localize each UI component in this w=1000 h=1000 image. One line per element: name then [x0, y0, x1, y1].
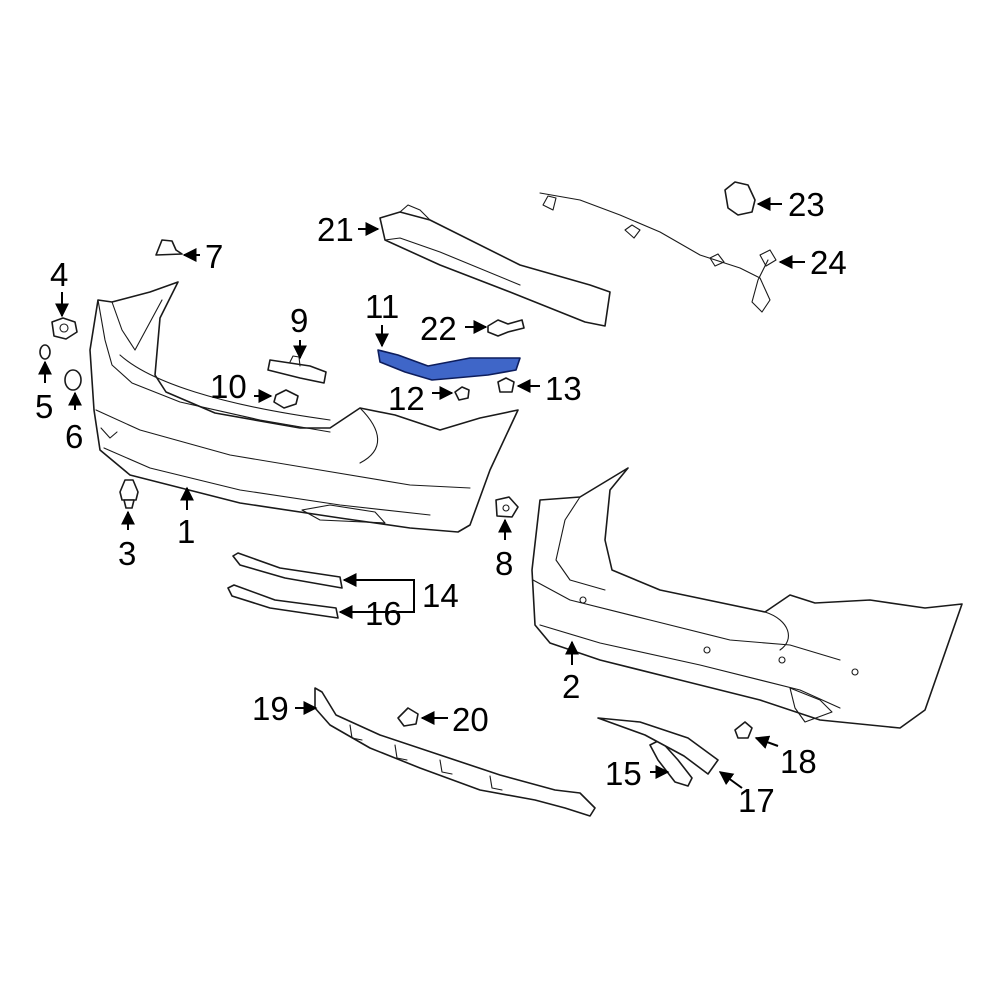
reflector-trim-16[interactable] [227, 584, 339, 619]
support-bracket-11[interactable] [377, 349, 521, 381]
bracket-9[interactable] [267, 355, 327, 384]
rear-bumper-cover-1[interactable] [89, 281, 519, 533]
reflector-trim-14[interactable] [232, 552, 343, 589]
callout-3: 3 [118, 535, 136, 572]
callout-12: 12 [388, 380, 425, 417]
wiring-harness-24[interactable] [539, 192, 777, 313]
callout-22: 22 [420, 310, 457, 347]
callout-24: 24 [810, 244, 847, 281]
clip-8[interactable] [495, 496, 519, 518]
bolt-4[interactable] [51, 317, 78, 340]
retainer-7[interactable] [155, 239, 183, 256]
callout-6: 6 [65, 418, 83, 455]
cap-6[interactable] [64, 369, 82, 391]
bolt-10[interactable] [273, 389, 299, 409]
sensor-bracket-23[interactable] [724, 181, 756, 216]
callout-18: 18 [780, 743, 817, 780]
reinforcement-beam-21[interactable] [379, 204, 611, 327]
washer-5[interactable] [39, 344, 51, 360]
callout-11: 11 [365, 288, 399, 325]
callout-17: 17 [738, 782, 775, 819]
callout-10: 10 [210, 368, 247, 405]
callout-19: 19 [252, 690, 289, 727]
push-clip-3[interactable] [119, 479, 139, 509]
callout-8: 8 [495, 545, 513, 582]
callout-14: 14 [422, 577, 459, 614]
callout-7: 7 [205, 238, 223, 275]
callout-1: 1 [177, 513, 195, 550]
callout-5: 5 [35, 388, 53, 425]
callout-15: 15 [605, 755, 642, 792]
bolt-20[interactable] [397, 707, 419, 727]
bolt-22[interactable] [487, 319, 525, 337]
bolt-13[interactable] [497, 377, 515, 393]
callout-16: 16 [365, 595, 402, 632]
side-trim-17[interactable] [597, 717, 719, 775]
bolt-18[interactable] [734, 721, 753, 739]
callout-4: 4 [50, 256, 68, 293]
rear-bumper-cover-2[interactable] [531, 467, 963, 729]
callout-9: 9 [290, 302, 308, 339]
callout-2: 2 [562, 668, 580, 705]
callout-20: 20 [452, 701, 489, 738]
callout-13: 13 [545, 370, 582, 407]
push-pin-12[interactable] [454, 386, 470, 401]
callout-23: 23 [788, 186, 825, 223]
callout-21: 21 [317, 211, 354, 248]
lower-diffuser-19[interactable] [314, 687, 596, 817]
